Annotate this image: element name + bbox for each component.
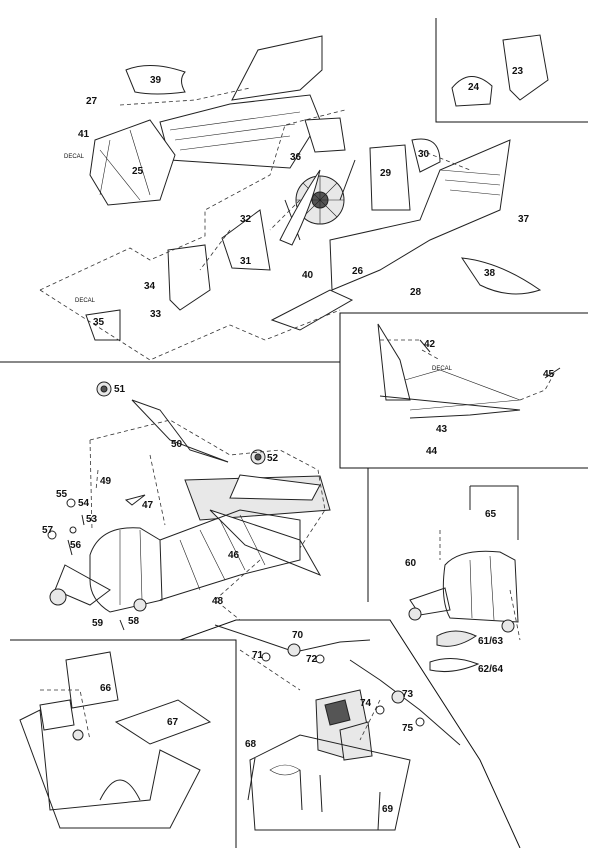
panel-engine-mount <box>214 624 461 831</box>
part-label: 74 <box>360 698 372 709</box>
decal-label: DECAL <box>75 298 96 304</box>
part-label: 54 <box>78 498 90 509</box>
part-label: 69 <box>382 804 394 815</box>
part-label: 61/63 <box>478 636 503 647</box>
part-label: 51 <box>114 384 126 395</box>
part-label: 26 <box>352 266 364 277</box>
decal-label: DECAL <box>64 154 85 160</box>
part-label: 45 <box>543 369 555 380</box>
part-label: 43 <box>436 424 448 435</box>
part-label: 28 <box>410 287 422 298</box>
part-label: 32 <box>240 214 252 225</box>
part-label: 29 <box>380 168 392 179</box>
part-label: 23 <box>512 66 524 77</box>
part-label: 33 <box>150 309 162 320</box>
part-label: 42 <box>424 339 436 350</box>
part-label: 75 <box>402 723 414 734</box>
part-label: 68 <box>245 739 257 750</box>
part-label: 57 <box>42 525 54 536</box>
part-label: 62/64 <box>478 664 503 675</box>
part-label: 59 <box>92 618 104 629</box>
part-label: 70 <box>292 630 304 641</box>
part-label: 58 <box>128 616 140 627</box>
part-label: 65 <box>485 509 497 520</box>
panel-fuselage-frame <box>47 381 331 631</box>
panel-cockpit <box>19 651 212 829</box>
decal-label: DECAL <box>432 366 453 372</box>
part-label: 36 <box>290 152 302 163</box>
part-labels: 23 24 25 26 27 28 29 30 31 32 33 34 35 3… <box>42 66 555 815</box>
part-label: 41 <box>78 129 90 140</box>
panel-fuselage-assembly <box>39 34 549 361</box>
part-label: 73 <box>402 689 414 700</box>
panel-cowling <box>408 485 521 672</box>
part-label: 71 <box>252 650 264 661</box>
part-label: 50 <box>171 439 183 450</box>
part-label: 56 <box>70 540 82 551</box>
panel-frames <box>0 18 588 848</box>
part-label: 47 <box>142 500 154 511</box>
panel-tail-detail <box>377 323 561 419</box>
part-label: 27 <box>86 96 98 107</box>
part-label: 46 <box>228 550 240 561</box>
part-label: 48 <box>212 596 224 607</box>
decal-labels: DECAL DECAL DECAL <box>64 154 453 372</box>
part-label: 55 <box>56 489 68 500</box>
part-label: 60 <box>405 558 417 569</box>
part-label: 49 <box>100 476 112 487</box>
part-label: 52 <box>267 453 279 464</box>
part-label: 72 <box>306 654 318 665</box>
part-label: 44 <box>426 446 438 457</box>
part-label: 38 <box>484 268 496 279</box>
part-label: 34 <box>144 281 156 292</box>
part-label: 53 <box>86 514 98 525</box>
part-label: 37 <box>518 214 530 225</box>
part-label: 31 <box>240 256 252 267</box>
part-label: 66 <box>100 683 112 694</box>
part-label: 39 <box>150 75 162 86</box>
part-label: 25 <box>132 166 144 177</box>
part-label: 40 <box>302 270 314 281</box>
part-label: 35 <box>93 317 105 328</box>
part-label: 30 <box>418 149 430 160</box>
part-label: 24 <box>468 82 480 93</box>
part-label: 67 <box>167 717 179 728</box>
